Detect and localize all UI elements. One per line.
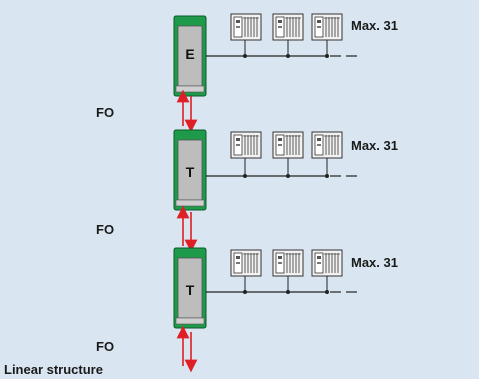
station-1-letter: E [185, 46, 195, 62]
station-1-device-2 [272, 13, 304, 41]
diagram-caption: Linear structure [4, 362, 103, 377]
station-1-max-label: Max. 31 [351, 18, 398, 33]
station-2-letter: T [185, 164, 195, 180]
station-3-device-3 [311, 249, 343, 277]
fo-link-3 [176, 325, 198, 373]
station-3-device-1 [230, 249, 262, 277]
fo-link-2 [176, 205, 198, 253]
station-2-device-2 [272, 131, 304, 159]
station-2-device-1 [230, 131, 262, 159]
station-2-device-3 [311, 131, 343, 159]
station-2 [173, 129, 357, 211]
fo-label-3: FO [96, 339, 115, 354]
station-1-device-3 [311, 13, 343, 41]
fo-label-1: FO [96, 105, 115, 120]
station-2-max-label: Max. 31 [351, 138, 398, 153]
station-1-device-1 [230, 13, 262, 41]
fo-link-1 [176, 89, 198, 133]
station-3-device-2 [272, 249, 304, 277]
station-3-max-label: Max. 31 [351, 255, 398, 270]
fo-label-2: FO [96, 222, 115, 237]
station-1 [173, 13, 357, 97]
station-3 [173, 247, 357, 329]
station-3-letter: T [185, 282, 195, 298]
